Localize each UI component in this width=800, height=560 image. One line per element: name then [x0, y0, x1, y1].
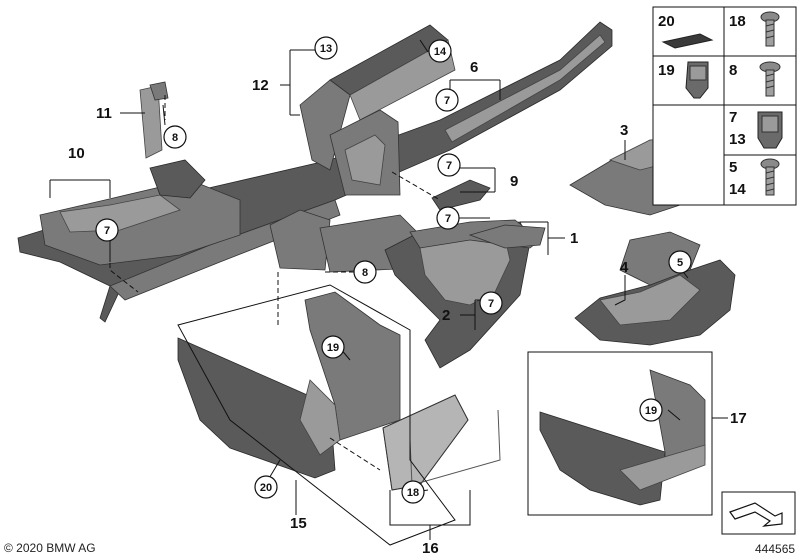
callout-19-b: 19 [639, 398, 663, 422]
part-4-trim [574, 231, 736, 346]
legend-screw-8: 8 [729, 61, 781, 97]
legend-screw-18: 18 [729, 11, 780, 47]
group-17-outline [527, 351, 713, 516]
callout-7-c: 7 [436, 206, 460, 230]
svg-text:7: 7 [444, 95, 450, 107]
callout-18: 18 [401, 480, 425, 504]
dashed-connectors [109, 95, 441, 471]
callout-19-a: 19 [321, 335, 345, 359]
svg-text:20: 20 [260, 482, 272, 494]
label-11: 11 [96, 105, 112, 122]
legend-clip-7-13: 7 13 [729, 109, 783, 149]
svg-text:18: 18 [407, 487, 419, 499]
label-17: 17 [730, 410, 747, 427]
svg-text:5: 5 [677, 257, 683, 269]
svg-text:8: 8 [729, 62, 737, 79]
label-10: 10 [68, 145, 85, 162]
label-2: 2 [442, 307, 450, 324]
part-15-knee-panel [177, 291, 401, 479]
svg-text:13: 13 [320, 43, 332, 55]
svg-text:7: 7 [729, 109, 737, 126]
callout-5: 5 [668, 250, 692, 274]
label-12: 12 [252, 77, 269, 94]
callout-7-a: 7 [435, 88, 459, 112]
svg-text:18: 18 [729, 13, 746, 30]
part-12-cover [299, 24, 456, 171]
part-17-knee-panel [539, 369, 706, 506]
svg-text:7: 7 [445, 213, 451, 225]
legend-pad-20: 20 [658, 13, 714, 49]
svg-text:7: 7 [446, 160, 452, 172]
callout-7-b: 7 [437, 153, 461, 177]
instrument-panel-carrier [17, 21, 613, 323]
callout-7-d: 7 [479, 291, 503, 315]
callout-13: 13 [314, 36, 338, 60]
svg-text:7: 7 [104, 225, 110, 237]
svg-text:14: 14 [434, 46, 447, 58]
label-4: 4 [620, 259, 629, 276]
label-6: 6 [470, 59, 478, 76]
svg-text:5: 5 [729, 159, 737, 176]
center-bracket [329, 109, 401, 196]
svg-text:8: 8 [172, 132, 178, 144]
svg-text:19: 19 [645, 405, 657, 417]
svg-text:8: 8 [362, 267, 368, 279]
callout-7-e: 7 [95, 218, 119, 242]
copyright-text: © 2020 BMW AG [4, 541, 96, 555]
legend-screw-5-14: 5 14 [729, 158, 780, 198]
part-16-net [382, 394, 501, 491]
svg-text:14: 14 [729, 181, 746, 198]
callout-20: 20 [254, 475, 278, 499]
callout-8-b: 8 [353, 260, 377, 284]
callout-14: 14 [428, 39, 452, 63]
label-16: 16 [422, 540, 439, 557]
diagram-number: 444565 [755, 542, 795, 556]
svg-text:7: 7 [488, 298, 494, 310]
fastener-legend: 20 18 19 8 7 13 [652, 6, 797, 206]
label-15: 15 [290, 515, 307, 532]
leader-lines [49, 39, 728, 540]
part-1-2-frame [384, 219, 546, 369]
part-11-bracket [139, 81, 169, 159]
group-15-outline [177, 284, 456, 546]
view-direction-icon [721, 491, 796, 535]
part-9-bracket [431, 179, 491, 211]
svg-text:19: 19 [327, 342, 339, 354]
label-9: 9 [510, 173, 518, 190]
svg-text:13: 13 [729, 131, 746, 148]
svg-text:20: 20 [658, 13, 675, 30]
label-1: 1 [570, 230, 578, 247]
callout-8-a: 8 [163, 125, 187, 149]
label-3: 3 [620, 122, 628, 139]
svg-text:19: 19 [658, 62, 675, 79]
legend-clip-19: 19 [658, 61, 709, 99]
